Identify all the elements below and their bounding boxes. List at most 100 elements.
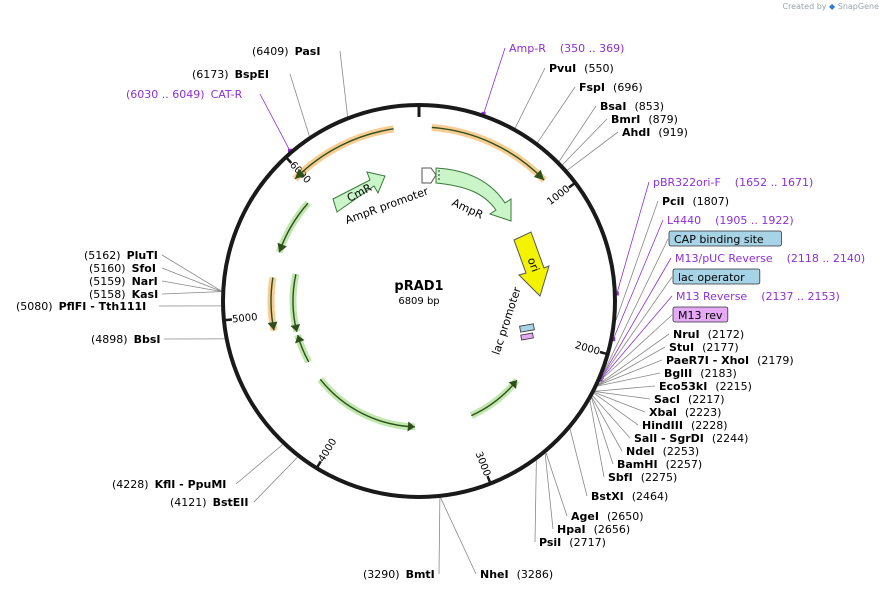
site-bmri-label: BmrI(879) — [611, 113, 678, 126]
site-amp-r: Amp-R(350 .. 369) — [509, 42, 624, 55]
site-bamhi: BamHI (2257) — [617, 458, 702, 471]
site-nhei-enzyme: NheI — [480, 568, 509, 581]
site-bsteii-leader — [253, 456, 298, 503]
site-fspi: FspI(696) — [579, 81, 643, 94]
site-nhei-label: NheI (3286) — [480, 568, 553, 581]
site-bsteii-enzyme: BstEII — [213, 496, 249, 509]
site-pflfi-enzyme: PflFI - Tth111I — [59, 300, 147, 313]
green-arc-5500-halo — [275, 200, 311, 254]
green-arc-2500-halo — [469, 378, 520, 419]
cmr-arrow — [332, 171, 386, 213]
site-psii-leader — [534, 460, 537, 543]
site-pvui-pos: (550) — [584, 62, 614, 75]
site-paer7i-enzyme: PaeR7I - XhoI — [666, 354, 749, 367]
site-m13-reverse-enzyme: M13 Reverse — [676, 290, 747, 303]
green-arc-4700-arrowhead — [295, 335, 305, 344]
lac-promoter-label: lac promoter — [490, 285, 524, 356]
site-saci: SacI(2217) — [654, 393, 725, 406]
site-eco53ki-pos: (2215) — [715, 380, 752, 393]
site-pluti: (5162)PluTI — [84, 249, 158, 262]
site-nrui-enzyme: NruI — [673, 328, 700, 341]
site-bspei-pos: (6173) — [192, 68, 229, 81]
site-psii-label: PsiI(2717) — [539, 536, 606, 549]
site-hindiii-label: HindIII(2228) — [642, 419, 728, 432]
credit-brand: SnapGene — [837, 2, 879, 11]
site-pluti-pos: (5162) — [84, 249, 121, 262]
site-bstxi-label: BstXI(2464) — [591, 490, 668, 503]
site-m13-rev-box — [672, 306, 729, 323]
site-bsai-enzyme: BsaI — [600, 100, 626, 113]
site-agei-leader — [545, 452, 568, 517]
site-xbai-leader — [594, 392, 646, 413]
site-pbr322ori-f-enzyme: pBR322ori-F — [653, 176, 721, 189]
site-m13-puc-reverse-label: M13/pUC Reverse(2118 .. 2140) — [675, 252, 865, 265]
site-l4440-leader — [612, 219, 664, 340]
site-nari: (5159)NarI — [89, 275, 158, 288]
site-hpai: HpaI(2656) — [557, 523, 630, 536]
site-hindiii: HindIII(2228) — [642, 419, 728, 432]
plasmid-title: pRAD1 6809 bp — [394, 279, 443, 307]
site-nhei: NheI (3286) — [480, 568, 553, 581]
site-agei-enzyme: AgeI — [571, 510, 599, 523]
site-nrui-pos: (2172) — [708, 328, 745, 341]
plasmid-name: pRAD1 — [394, 279, 443, 294]
site-cap-binding-label: CAP binding site — [674, 233, 764, 246]
site-pvui-enzyme: PvuI — [549, 62, 576, 75]
site-bstxi-pos: (2464) — [632, 490, 669, 503]
site-cat-r-leader — [259, 93, 291, 151]
site-pflfi-label: (5080)PflFI - Tth111I — [16, 300, 146, 313]
orange-arc-5000-arrowhead — [267, 321, 278, 331]
site-bamhi-pos: (2257) — [666, 458, 703, 471]
site-bspei-enzyme: BspEI — [235, 68, 269, 81]
ampr-orange-arc — [431, 126, 545, 181]
site-sbfi-enzyme: SbfI — [608, 471, 633, 484]
site-bmri-enzyme: BmrI — [611, 113, 640, 126]
site-amp-r-pos: (350 .. 369) — [560, 42, 625, 55]
site-bsteii: (4121)BstEII — [170, 496, 248, 509]
site-kfli-leader — [235, 444, 283, 485]
site-pvui-leader — [514, 67, 546, 129]
site-l4440-pos: (1905 .. 1922) — [715, 214, 794, 227]
site-bglii-label: BglII(2183) — [664, 367, 737, 380]
lac-operator-mark — [519, 323, 535, 333]
ampr-orange-arc-arrowhead — [533, 169, 545, 181]
site-eco53ki-leader — [595, 385, 656, 392]
site-pvui: PvuI (550) — [549, 62, 614, 75]
site-ndei: NdeI(2253) — [626, 445, 699, 458]
site-bbsi-enzyme: BbsI — [134, 333, 161, 346]
ampr-arrow — [435, 167, 512, 222]
site-pasi-pos: (6409) — [252, 45, 289, 58]
site-bbsi: (4898)BbsI — [91, 333, 160, 346]
tick-5000 — [223, 318, 233, 322]
green-arc-5200-arrowhead — [290, 323, 301, 332]
site-sfoi-pos: (5160) — [89, 262, 126, 275]
green-arc-3700 — [319, 378, 415, 428]
site-fspi-pos: (696) — [613, 81, 643, 94]
site-ahdi-pos: (919) — [658, 126, 688, 139]
site-pflfi: (5080)PflFI - Tth111I — [16, 300, 146, 313]
site-pbr322ori-f: pBR322ori-F(1652 .. 1671) — [653, 176, 813, 189]
site-eco53ki-label: Eco53kI(2215) — [659, 380, 752, 393]
site-paer7i: PaeR7I - XhoI(2179) — [666, 354, 794, 367]
site-l4440-enzyme: L4440 — [667, 214, 701, 227]
site-nhei-pos: (3286) — [517, 568, 554, 581]
site-bsteii-label: (4121)BstEII — [170, 496, 248, 509]
site-bsai-pos: (853) — [634, 100, 664, 113]
site-ndei-enzyme: NdeI — [626, 445, 655, 458]
site-hpai-leader — [544, 453, 554, 530]
site-kasi-label: (5158)KasI — [89, 288, 158, 301]
site-m13-puc-reverse-leader — [601, 257, 672, 378]
site-nari-label: (5159)NarI — [89, 275, 158, 288]
site-bmti-leader — [438, 497, 441, 575]
site-nari-pos: (5159) — [89, 275, 126, 288]
site-sbfi-pos: (2275) — [641, 471, 678, 484]
site-bmti-label: (3290)BmtI — [363, 568, 435, 581]
site-bamhi-enzyme: BamHI — [617, 458, 658, 471]
tick-3000 — [486, 475, 492, 484]
site-pcii: PciI(1807) — [662, 195, 729, 208]
site-fspi-leader — [537, 86, 576, 143]
site-l4440: L4440 (1905 .. 1922) — [667, 214, 794, 227]
site-eco53ki: Eco53kI(2215) — [659, 380, 752, 393]
site-sali-leader — [592, 395, 631, 439]
